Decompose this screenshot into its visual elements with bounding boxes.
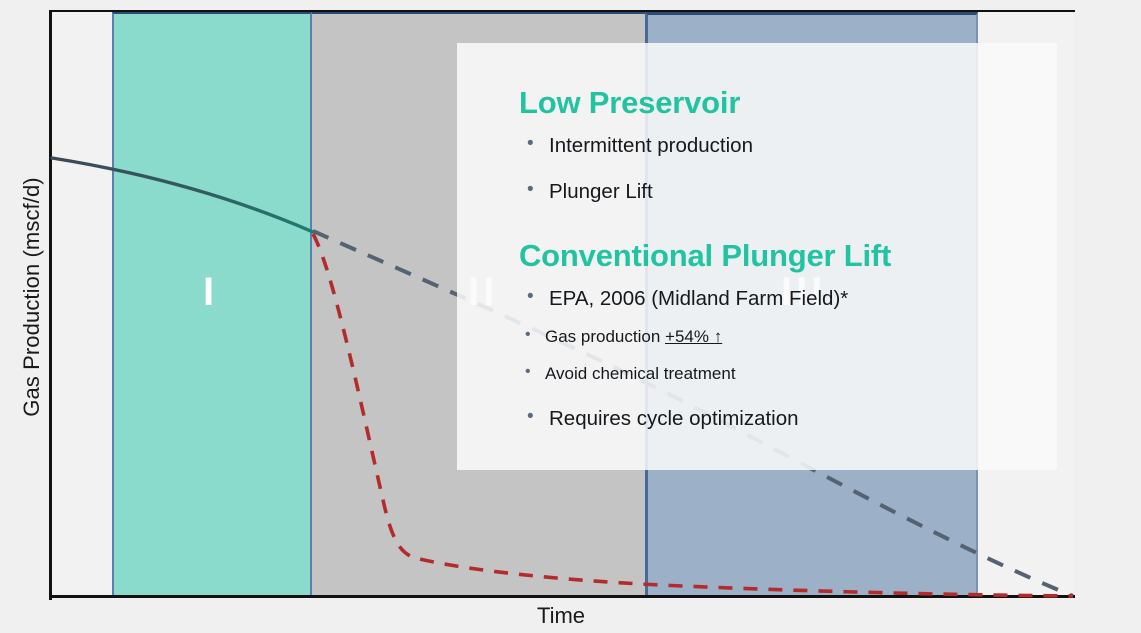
gas-production-prefix: Gas production xyxy=(545,326,666,346)
y-axis-label: Gas Production (mscf/d) xyxy=(19,177,44,417)
bullet-list-low-preservoir: Intermittent production Plunger Lift xyxy=(513,132,1023,205)
section-title-conventional-plunger-lift: Conventional Plunger Lift xyxy=(519,238,892,274)
x-axis-line xyxy=(49,595,1075,598)
bullet-list-conventional-plunger-lift: EPA, 2006 (Midland Farm Field)* Gas prod… xyxy=(513,285,1023,432)
section-title-low-preservoir: Low Preservoir xyxy=(519,85,741,120)
phase-band-i xyxy=(112,12,312,596)
sub-bullet-list-epa: Gas production +54% ↑ Avoid chemical tre… xyxy=(513,325,1023,385)
phase-numeral-i: I xyxy=(203,270,219,314)
y-axis-line xyxy=(49,10,52,600)
gas-production-value: +54% ↑ xyxy=(665,326,723,346)
info-overlay-panel: Low Preservoir Intermittent production P… xyxy=(457,43,1057,470)
bullet-requires-cycle-optimization: Requires cycle optimization xyxy=(513,405,1023,432)
plot-top-rule xyxy=(49,10,1075,12)
bullet-intermittent-production: Intermittent production xyxy=(513,132,1023,159)
bullet-epa-2006: EPA, 2006 (Midland Farm Field)* xyxy=(513,285,1023,312)
bullet-plunger-lift: Plunger Lift xyxy=(513,178,1023,205)
sub-bullet-avoid-chemical-treatment: Avoid chemical treatment xyxy=(513,362,1023,384)
x-axis-label: Time xyxy=(536,603,586,628)
sub-bullet-gas-production: Gas production +54% ↑ xyxy=(513,325,1023,347)
